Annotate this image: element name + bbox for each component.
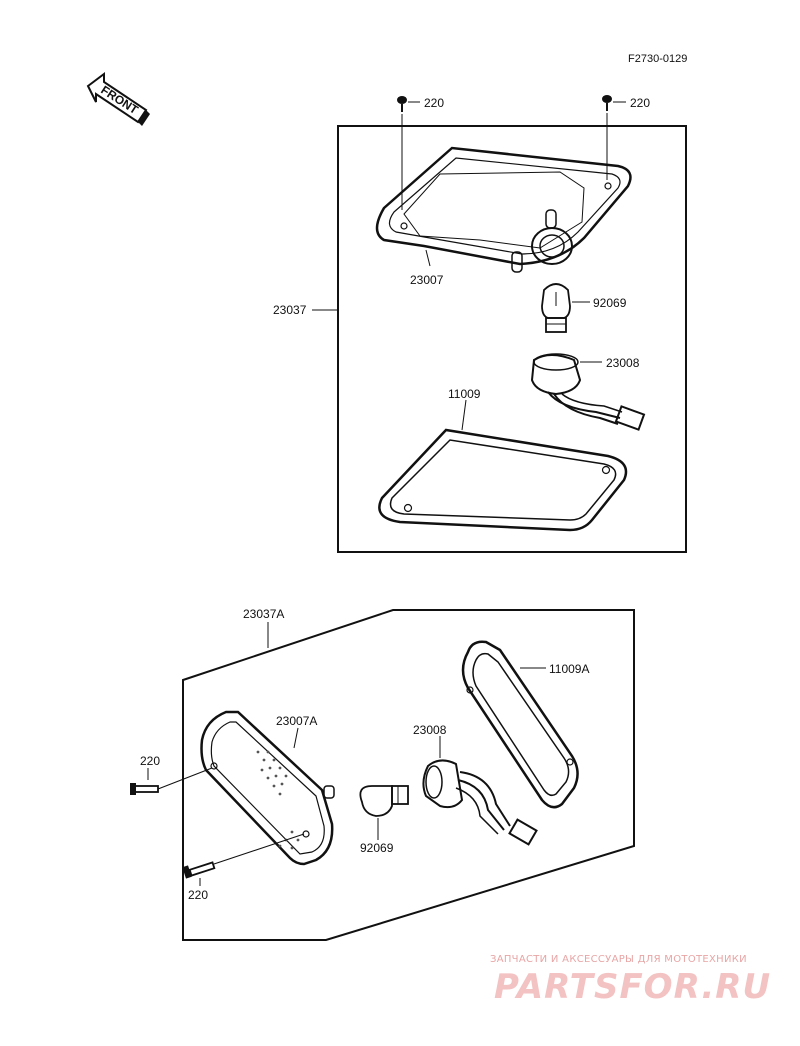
- lower-gasket-icon: [461, 640, 579, 809]
- upper-assembly-frame: [337, 125, 687, 553]
- front-arrow-icon: FRONT: [86, 72, 150, 126]
- upper-gasket-label: 11009: [448, 387, 481, 401]
- upper-screw-right-label: 220: [630, 96, 650, 110]
- lower-socket-label: 23008: [413, 723, 447, 737]
- upper-screw-right-icon: [602, 95, 626, 180]
- lower-bulb-label: 92069: [360, 841, 394, 855]
- upper-lens-label: 23007: [410, 273, 444, 287]
- upper-screw-left-icon: [397, 96, 420, 210]
- upper-screw-left-label: 220: [424, 96, 444, 110]
- upper-lens-housing: [375, 146, 632, 273]
- lower-screw-bottom-label: 220: [188, 888, 208, 902]
- lower-assembly: 23037A 11009A: [130, 607, 635, 941]
- lower-assembly-frame: [182, 609, 635, 941]
- upper-assembly: 220 220 23007 23037: [273, 95, 687, 553]
- lower-screw-bottom-icon: [182, 833, 305, 886]
- lower-screw-top-label: 220: [140, 754, 160, 768]
- lower-screw-top-icon: [130, 767, 213, 795]
- watermark-caption: ЗАПЧАСТИ И АКСЕССУАРЫ ДЛЯ МОТОТЕХНИКИ: [490, 954, 747, 965]
- lower-lens-label: 23007A: [276, 714, 317, 728]
- lower-assembly-label: 23037A: [243, 607, 284, 621]
- lower-socket-icon: [422, 736, 538, 846]
- upper-socket-icon: [530, 353, 646, 431]
- lower-gasket-label: 11009A: [549, 662, 589, 676]
- watermark-brand: PARTSFOR.RU: [494, 967, 771, 1007]
- upper-assembly-label: 23037: [273, 303, 307, 317]
- upper-bulb-icon: [541, 283, 590, 333]
- figure-code: F2730-0129: [628, 53, 687, 65]
- upper-bulb-label: 92069: [593, 296, 627, 310]
- lower-lens-housing: [200, 710, 335, 866]
- lower-bulb-icon: [359, 785, 409, 840]
- upper-gasket-icon: [378, 428, 628, 532]
- upper-socket-label: 23008: [606, 356, 640, 370]
